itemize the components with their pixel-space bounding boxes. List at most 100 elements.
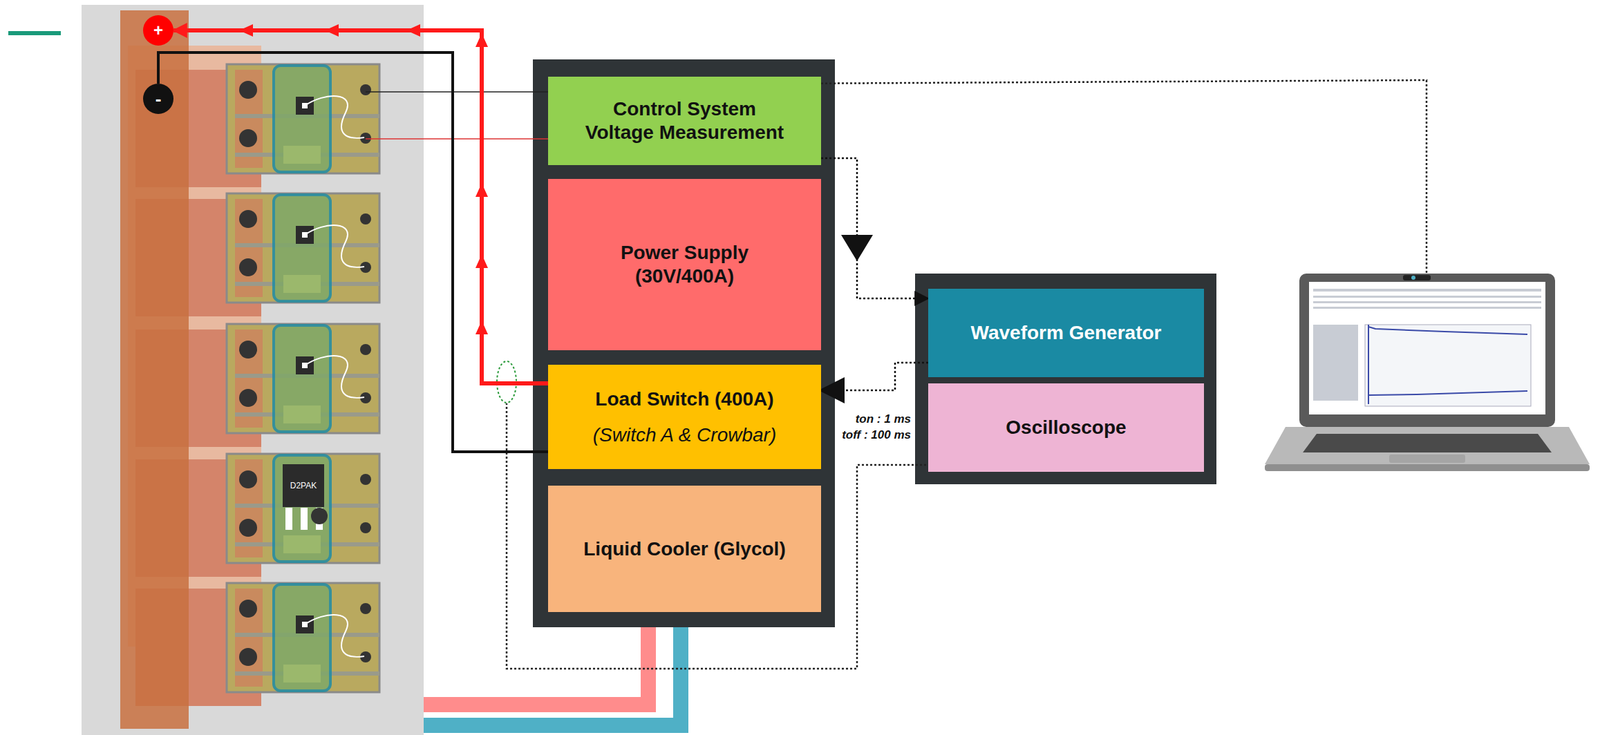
- dut-board: [226, 583, 380, 693]
- node-title: Waveform Generator: [971, 321, 1162, 345]
- current-arrows: [239, 24, 488, 335]
- dut-board: [226, 324, 380, 434]
- table-row: [1313, 295, 1542, 298]
- laptop-base: [1264, 427, 1590, 465]
- cooling-pad: [273, 584, 331, 692]
- power-supply-box: Power Supply (30V/400A): [548, 179, 822, 351]
- mounting-screw: [239, 129, 258, 148]
- dut-boards: [226, 64, 380, 693]
- sense-terminal: [360, 474, 372, 486]
- node-title: -: [155, 89, 162, 108]
- laptop-edge: [1264, 464, 1590, 472]
- board-substrate: [226, 454, 380, 564]
- node-title: Load Switch (400A): [595, 387, 774, 412]
- cooling-pad: [273, 325, 331, 432]
- table-row: [1313, 301, 1542, 304]
- cooling-pad: [273, 455, 331, 562]
- table-column: [1313, 324, 1359, 401]
- positive-terminal: +: [143, 15, 174, 46]
- bond-wire: [304, 355, 365, 399]
- negative-power-wire: [158, 52, 549, 453]
- node-title: Liquid Cooler (Glycol): [583, 537, 786, 562]
- timing-label: ton : 1 ms: [855, 412, 911, 427]
- screen-chart: [1365, 324, 1531, 407]
- bond-wire: [304, 96, 365, 139]
- mounting-screw: [239, 599, 258, 618]
- node-title: Oscilloscope: [1005, 416, 1126, 440]
- node-title: Control System Voltage Measurement: [581, 97, 789, 144]
- mounting-screw: [311, 507, 328, 525]
- sense-terminal: [360, 344, 372, 356]
- mounting-screw: [239, 470, 258, 489]
- laptop: [1264, 273, 1590, 472]
- heatsink-plate: [81, 4, 424, 735]
- mounting-screw: [239, 648, 258, 667]
- mounting-screw: [239, 258, 258, 277]
- sense-wire-negative: [365, 91, 549, 93]
- table-row: [1313, 306, 1542, 309]
- chart-line: [1368, 326, 1528, 335]
- coolant-pipe-cold: [423, 625, 681, 726]
- board-window: [283, 535, 321, 554]
- node-title: +: [153, 22, 164, 39]
- main-busbar: [120, 10, 189, 730]
- sense-terminal: [360, 213, 372, 225]
- accent-dash: [8, 31, 61, 36]
- laptop-camera: [1403, 275, 1431, 281]
- screen-table: [1313, 288, 1542, 401]
- load-switch-box: Load Switch (400A) (Switch A & Crowbar): [548, 364, 822, 470]
- laptop-screen: [1309, 281, 1546, 415]
- board-window: [283, 405, 321, 424]
- board-substrate: [226, 324, 380, 434]
- sense-wire-positive: [365, 138, 549, 140]
- package-pin: [285, 507, 293, 531]
- mounting-screw: [239, 210, 258, 229]
- mounting-screw: [239, 389, 258, 408]
- board-window: [283, 275, 321, 294]
- camera-lens: [1411, 275, 1416, 280]
- board-substrate: [226, 583, 380, 693]
- chart-line: [1367, 324, 1370, 405]
- pc-link: [787, 80, 1427, 274]
- coolant-pipe-hot: [423, 625, 649, 705]
- positive-power-wire: [173, 30, 549, 384]
- mounting-screw: [239, 340, 258, 359]
- node-title: D2PAK: [290, 481, 317, 491]
- waveform-generator-box: Waveform Generator: [928, 288, 1204, 378]
- laptop-lid: [1299, 273, 1556, 428]
- instrument-cabinet: [915, 273, 1217, 485]
- mounting-screw: [239, 519, 258, 538]
- control-box: Control System Voltage Measurement: [548, 76, 822, 166]
- bond-wire: [304, 615, 365, 658]
- sense-terminal: [360, 84, 372, 96]
- dut-board: [226, 193, 380, 303]
- negative-terminal: -: [143, 83, 174, 115]
- control-signal: [821, 158, 929, 299]
- cooler-box: Liquid Cooler (Glycol): [548, 485, 822, 613]
- timing-label: toff : 100 ms: [841, 428, 911, 443]
- sense-terminal: [360, 522, 372, 534]
- trigger-signal: [821, 362, 929, 391]
- board-substrate: [226, 193, 380, 303]
- bond-wire: [304, 225, 365, 268]
- cooling-pad: [273, 65, 331, 173]
- board-window: [283, 145, 321, 164]
- touchpad: [1389, 454, 1466, 464]
- dut-board: [226, 454, 380, 564]
- package-pin: [300, 507, 308, 531]
- node-subtitle: (Switch A & Crowbar): [593, 423, 777, 448]
- keyboard: [1302, 434, 1552, 453]
- rack-cabinet: [532, 59, 835, 628]
- sense-terminal: [360, 603, 372, 615]
- oscilloscope-box: Oscilloscope: [928, 383, 1204, 473]
- board-substrate: [226, 64, 380, 174]
- cooling-pad: [273, 194, 331, 302]
- board-window: [283, 664, 321, 683]
- chart-line: [1368, 391, 1528, 396]
- mounting-screw: [239, 80, 258, 99]
- table-row: [1313, 288, 1542, 292]
- dut-board: [226, 64, 380, 174]
- node-title: Power Supply (30V/400A): [595, 241, 775, 288]
- d2pak-package: D2PAK: [282, 464, 325, 508]
